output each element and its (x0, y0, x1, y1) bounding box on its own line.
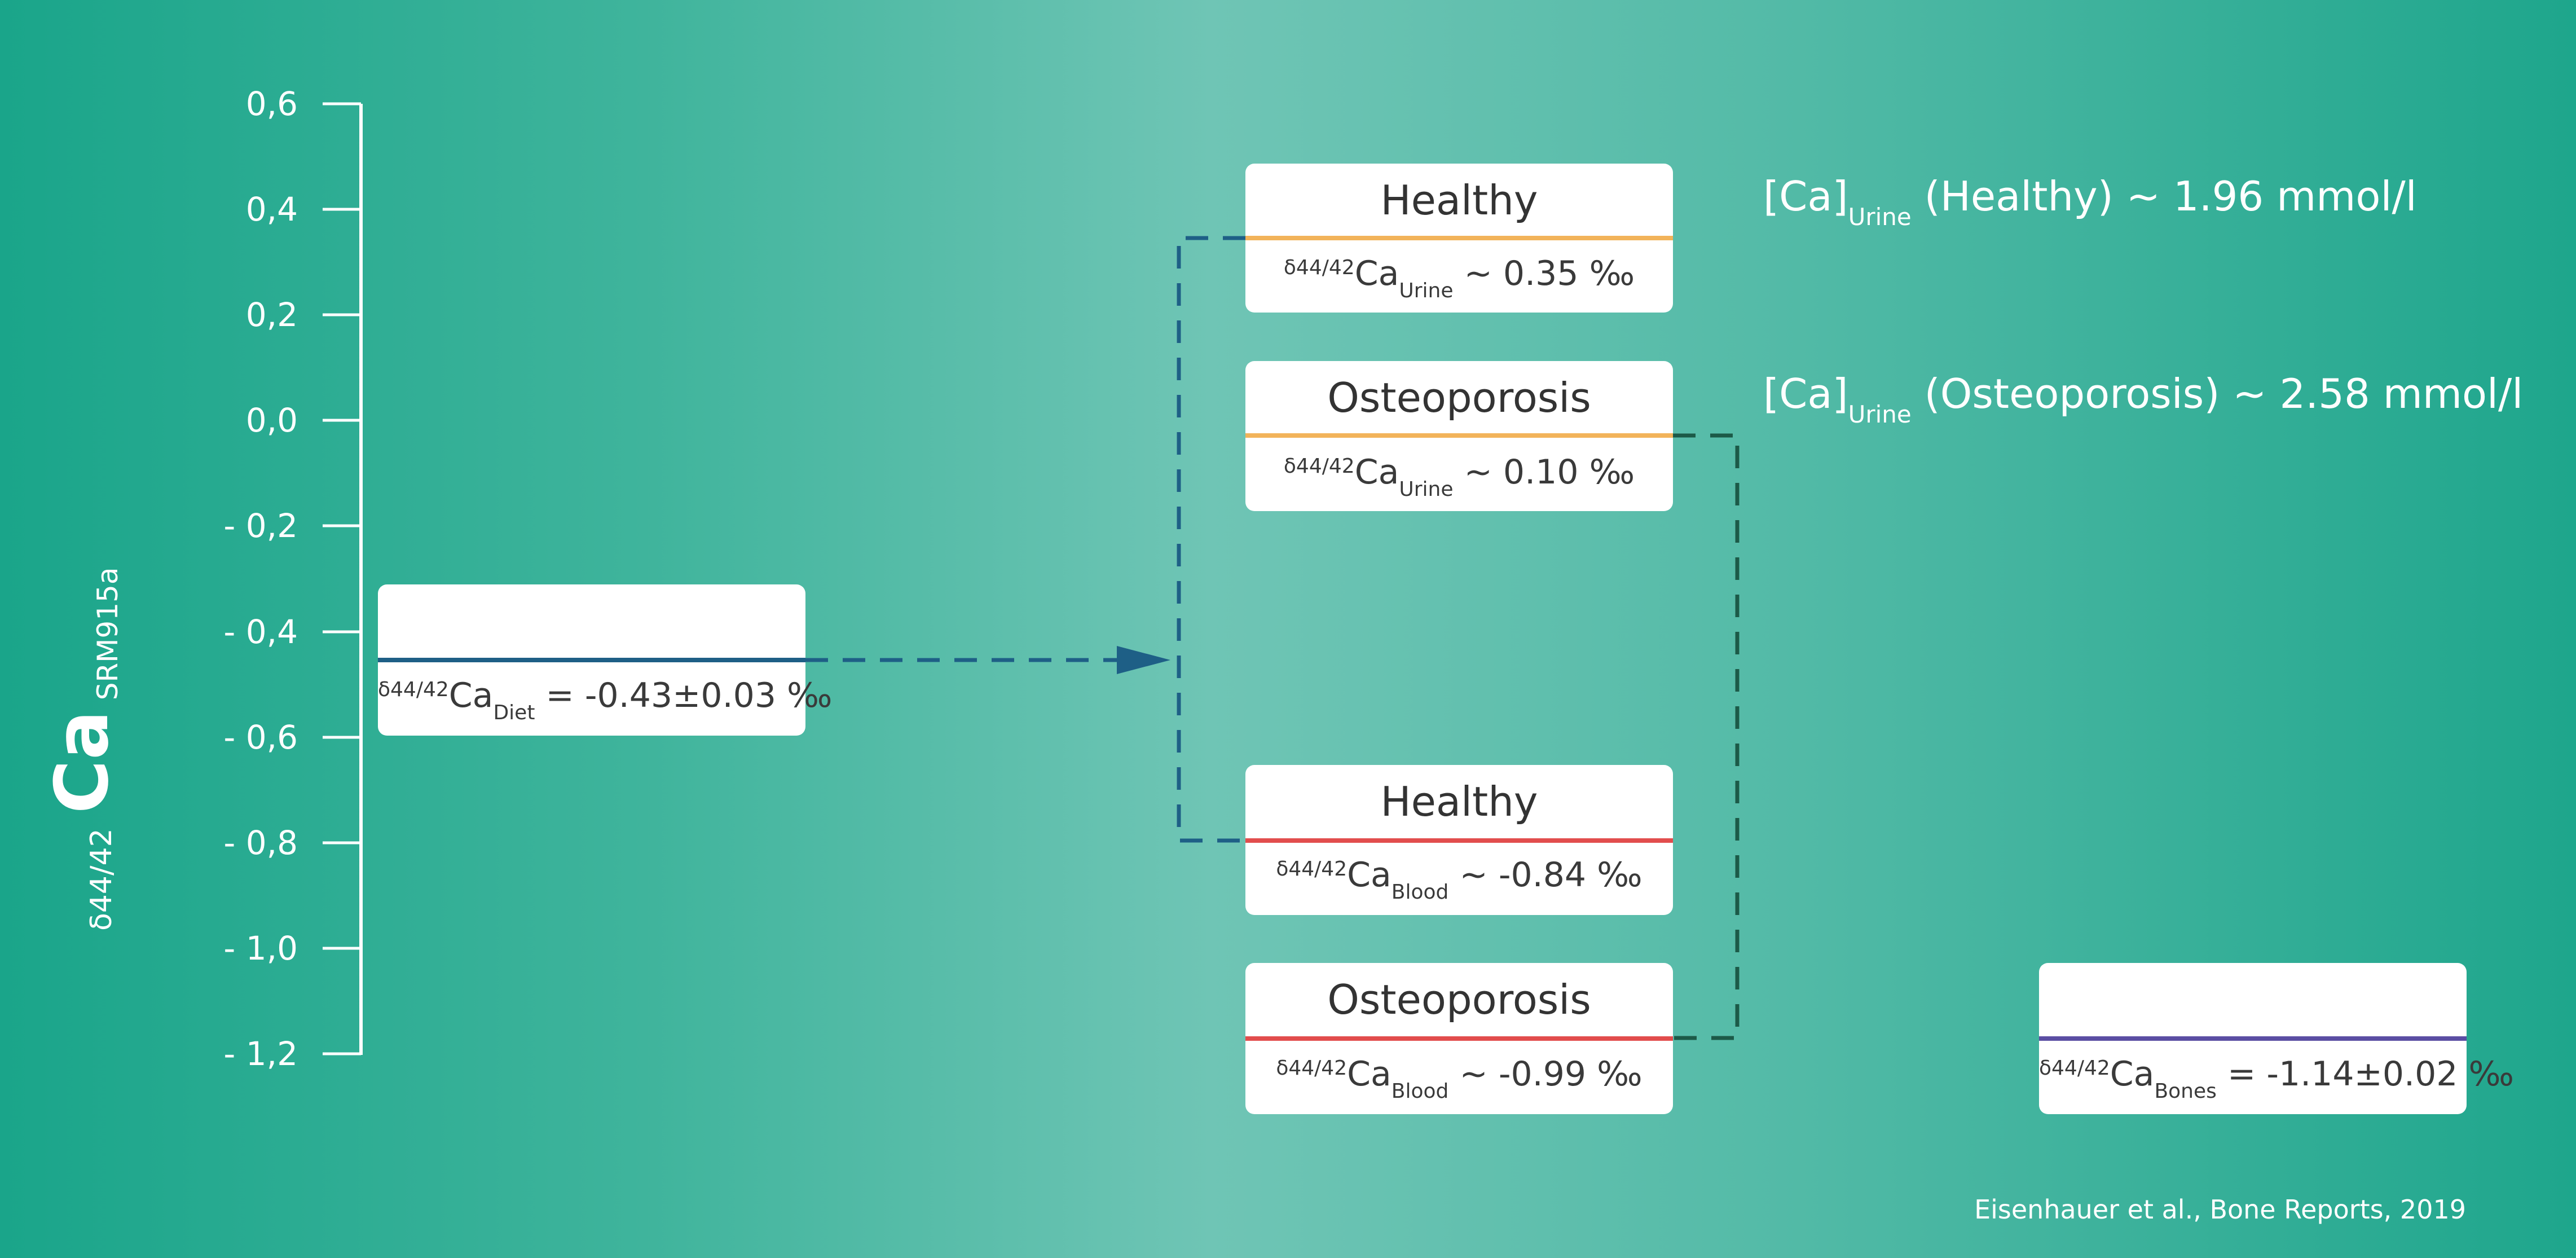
urine-osteoporosis-formula-element: Ca (1354, 452, 1399, 492)
urine-healthy-card: Healthy δ44/42CaUrine ~ 0.35 ‰ (1245, 164, 1673, 313)
blood-healthy-formula-prefix: δ44/42 (1276, 857, 1348, 881)
tick-label: 0,0 (245, 401, 298, 439)
y-axis-title: δ44/42 Ca SRM915a (23, 567, 125, 931)
bones-card-rule (2039, 1036, 2467, 1041)
diet-formula-value: = -0.43±0.03 ‰ (545, 676, 833, 715)
blood-healthy-formula-value: ~ -0.84 ‰ (1459, 855, 1643, 895)
blood-osteoporosis-formula-element: Ca (1347, 1054, 1392, 1094)
diet-formula: δ44/42CaDiet = -0.43±0.03 ‰ (378, 676, 833, 724)
diet-formula-subscript: Diet (493, 701, 535, 724)
urine-healthy-formula-value: ~ 0.35 ‰ (1464, 254, 1635, 293)
urine-healthy-formula-prefix: δ44/42 (1283, 256, 1355, 279)
blood-healthy-formula-element: Ca (1347, 855, 1392, 895)
blood-osteoporosis-formula-prefix: δ44/42 (1276, 1057, 1348, 1080)
bones-card: δ44/42CaBones = -1.14±0.02 ‰ (2039, 963, 2514, 1114)
blood-healthy-formula-subscript: Blood (1391, 881, 1449, 904)
bones-formula-element: Ca (2110, 1054, 2155, 1094)
urine-healthy-formula: δ44/42CaUrine ~ 0.35 ‰ (1245, 254, 1673, 302)
blood-osteoporosis-formula: δ44/42CaBlood ~ -0.99 ‰ (1245, 1054, 1673, 1103)
tick-label: - 0,6 (223, 718, 298, 756)
blood-osteoporosis-formula-value: ~ -0.99 ‰ (1459, 1054, 1643, 1094)
urine-osteoporosis-formula-value: ~ 0.10 ‰ (1464, 452, 1635, 492)
urine-osteoporosis-card: Osteoporosis δ44/42CaUrine ~ 0.10 ‰ (1245, 361, 1673, 511)
diet-card: δ44/42CaDiet = -0.43±0.03 ‰ (378, 584, 833, 736)
y-axis-title-prefix: δ44/42 (85, 828, 118, 931)
urine-concentration-osteoporosis-text: (Osteoporosis) ~ 2.58 mmol/l (1924, 370, 2524, 417)
urine-concentration-osteoporosis: [Ca]Urine (Osteoporosis) ~ 2.58 mmol/l (1763, 370, 2524, 428)
tick-label: 0,6 (245, 85, 298, 123)
bones-formula: δ44/42CaBones = -1.14±0.02 ‰ (2039, 1054, 2514, 1103)
blood-healthy-card: Healthy δ44/42CaBlood ~ -0.84 ‰ (1245, 765, 1673, 915)
urine-osteoporosis-formula-prefix: δ44/42 (1283, 455, 1355, 478)
bones-formula-value: = -1.14±0.02 ‰ (2227, 1054, 2515, 1094)
blood-osteoporosis-rule (1245, 1036, 1673, 1041)
urine-healthy-formula-subscript: Urine (1399, 279, 1454, 302)
urine-concentration-healthy: [Ca]Urine (Healthy) ~ 1.96 mmol/l (1763, 173, 2417, 231)
urine-concentration-osteoporosis-subscript: Urine (1848, 401, 1912, 428)
y-axis-title-subscript: SRM915a (91, 567, 124, 701)
urine-healthy-title: Healthy (1380, 177, 1538, 224)
tick-label: - 1,2 (223, 1035, 298, 1073)
bones-formula-subscript: Bones (2154, 1080, 2217, 1103)
right-bracket (1673, 433, 1740, 1040)
blood-osteoporosis-formula-subscript: Blood (1391, 1080, 1449, 1103)
y-axis-ticks (323, 102, 361, 1055)
urine-concentration-healthy-bracket: [Ca] (1763, 173, 1848, 220)
citation: Eisenhauer et al., Bone Reports, 2019 (1974, 1194, 2466, 1225)
urine-concentration-healthy-text: (Healthy) ~ 1.96 mmol/l (1924, 173, 2417, 220)
tick-label: 0,2 (245, 296, 298, 334)
tick-label: - 0,2 (223, 507, 298, 545)
blood-osteoporosis-card: Osteoporosis δ44/42CaBlood ~ -0.99 ‰ (1245, 963, 1673, 1114)
urine-osteoporosis-title: Osteoporosis (1327, 374, 1591, 421)
blood-osteoporosis-title: Osteoporosis (1327, 976, 1591, 1023)
tick-label: - 1,0 (223, 929, 298, 967)
urine-concentration-healthy-subscript: Urine (1848, 203, 1912, 231)
tick-label: - 0,8 (223, 824, 298, 862)
y-axis-title-element: Ca (39, 710, 125, 814)
urine-concentration-osteoporosis-bracket: [Ca] (1763, 370, 1848, 417)
blood-healthy-formula: δ44/42CaBlood ~ -0.84 ‰ (1245, 855, 1673, 904)
urine-osteoporosis-formula: δ44/42CaUrine ~ 0.10 ‰ (1245, 452, 1673, 501)
diet-card-rule (378, 658, 805, 662)
bones-formula-prefix: δ44/42 (2039, 1057, 2110, 1080)
tick-label: - 0,4 (223, 613, 298, 651)
urine-osteoporosis-formula-subscript: Urine (1399, 478, 1454, 501)
urine-osteoporosis-rule (1245, 433, 1673, 438)
urine-healthy-rule (1245, 236, 1673, 240)
left-bracket (1177, 236, 1245, 843)
diet-formula-element: Ca (448, 676, 494, 715)
diet-formula-prefix: δ44/42 (378, 678, 449, 701)
blood-healthy-title: Healthy (1380, 778, 1538, 825)
tick-label: 0,4 (245, 190, 298, 228)
diet-arrow-head (1117, 646, 1170, 674)
urine-healthy-formula-element: Ca (1354, 254, 1399, 293)
blood-healthy-rule (1245, 838, 1673, 843)
